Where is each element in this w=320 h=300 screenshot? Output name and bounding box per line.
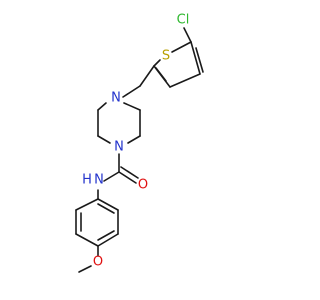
piperazine-nitrogen-bottom-label: N bbox=[114, 140, 124, 155]
bond-o-ch3 bbox=[78, 265, 92, 273]
bond-n1-cd bbox=[123, 102, 141, 111]
molecule-canvas: Cl S N N O N H O bbox=[75, 13, 204, 273]
bond-r4-r5-inner bbox=[97, 230, 115, 241]
amide-hydrogen-label: H bbox=[82, 173, 92, 188]
bond-cl-c5 bbox=[183, 27, 192, 43]
sulfur-atom-label: S bbox=[162, 49, 170, 64]
bond-c4-c4-double bbox=[195, 47, 204, 73]
bond-r1-r2 bbox=[75, 198, 99, 211]
bond-c2-ch2 bbox=[139, 65, 155, 87]
bond-r3-r4 bbox=[75, 233, 99, 247]
carbonyl-oxygen-label: O bbox=[138, 178, 148, 193]
amide-nitrogen-label: N bbox=[94, 173, 104, 188]
bond-n1-ca bbox=[97, 102, 107, 111]
piperazine-nitrogen-top-label: N bbox=[111, 91, 121, 106]
bond-r6-r1-inner bbox=[97, 203, 115, 214]
methoxy-oxygen-label: O bbox=[93, 255, 103, 270]
bond-s-c2 bbox=[153, 59, 161, 67]
bond-cb-n4 bbox=[97, 135, 111, 144]
bond-co-o bbox=[118, 171, 137, 184]
bond-ch2-n1 bbox=[122, 85, 141, 98]
structure-drawing: Cl S N N O N H O bbox=[75, 13, 204, 273]
bond-c4-c3 bbox=[169, 73, 201, 88]
bond-c5-c4 bbox=[190, 41, 201, 75]
bond-cc-n4 bbox=[127, 135, 141, 144]
bond-c3-c2-double bbox=[155, 67, 167, 82]
bond-c5-s bbox=[171, 41, 192, 53]
bond-r6-r1 bbox=[97, 198, 119, 211]
chlorine-atom-label: Cl bbox=[177, 13, 190, 28]
bond-co-nh bbox=[103, 171, 120, 182]
bond-r4-r5 bbox=[97, 233, 119, 247]
bond-co-o-double bbox=[120, 166, 139, 179]
